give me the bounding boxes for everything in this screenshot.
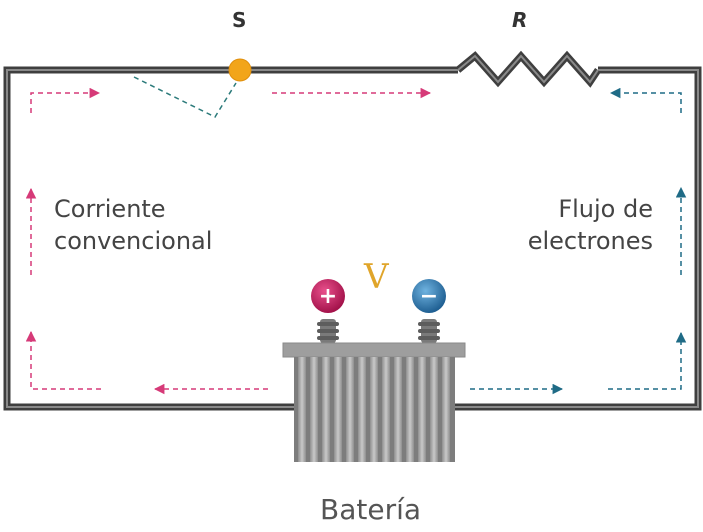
conventional-current-line-1: Corriente (54, 195, 166, 223)
battery (282, 319, 466, 462)
conventional-current-arrows (25, 87, 432, 395)
electron-flow-label: Flujo de electrones (528, 193, 653, 257)
battery-fins (298, 357, 450, 462)
resistor (455, 50, 601, 88)
battery-lid (282, 342, 466, 358)
electron-flow-line-2: electrones (527, 227, 653, 255)
voltage-label: V (364, 257, 389, 297)
positive-terminal: + (311, 279, 345, 313)
electron-flow-arrows (470, 87, 687, 395)
negative-terminal-label: − (420, 284, 438, 309)
circuit-wire (3, 66, 702, 411)
switch-label: S (232, 8, 247, 32)
electron-flow-line-1: Flujo de (558, 195, 653, 223)
conventional-current-line-2: convencional (54, 227, 213, 255)
switch-pivot (228, 58, 252, 82)
conventional-current-label: Corriente convencional (54, 193, 212, 257)
switch (133, 58, 252, 118)
negative-post (418, 319, 440, 343)
positive-post (317, 319, 339, 343)
battery-label: Batería (320, 493, 422, 526)
resistor-label: R (512, 8, 528, 32)
positive-terminal-label: + (319, 284, 337, 309)
negative-terminal: − (412, 279, 446, 313)
